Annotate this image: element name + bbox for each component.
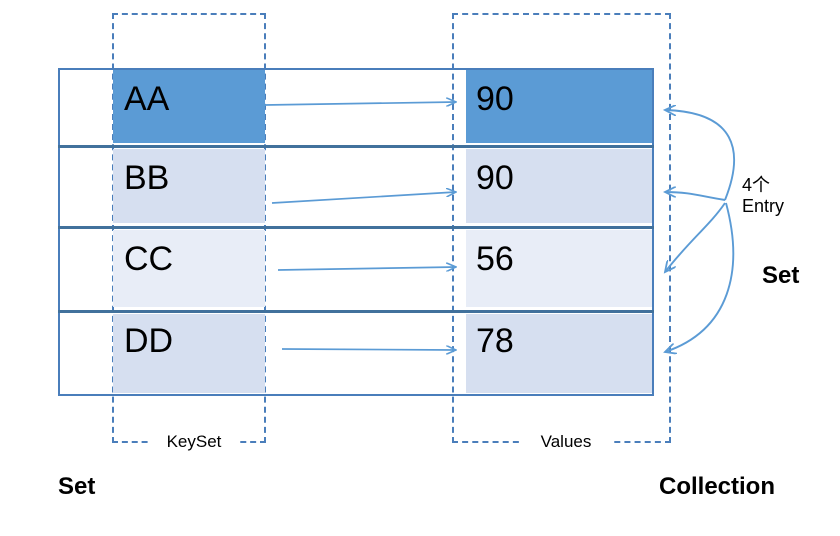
entry-count-value: 4个: [742, 175, 771, 195]
value-cell-fill-1: [466, 149, 652, 223]
key-cell-fill-0: [113, 70, 265, 143]
row-separator-2: [58, 226, 654, 229]
key-text-2: CC: [124, 240, 174, 278]
row-separator-1: [58, 145, 654, 148]
value-text-2: 56: [476, 240, 514, 278]
key-text-1: BB: [124, 159, 170, 197]
values-group-label: Values: [521, 432, 611, 452]
entry-arrow-row-1: [665, 192, 726, 201]
key-cell-fill-1: [113, 149, 265, 223]
key-cell-fill-2: [113, 230, 265, 307]
value-text-3: 78: [476, 322, 514, 360]
row-separator-3: [58, 310, 654, 313]
key-cell-fill-3: [113, 314, 265, 393]
key-text-0: AA: [124, 80, 170, 118]
entry-arrow-row-3: [665, 202, 735, 352]
entry-count-word: Entry: [742, 195, 785, 216]
entry-arrow-row-2: [665, 202, 726, 272]
key-text-3: DD: [124, 322, 174, 360]
entry-brace-arrows: [665, 110, 736, 352]
keyset-group-label: KeySet: [150, 432, 238, 452]
bottom-left-set-label: Set: [58, 473, 96, 500]
bottom-right-collection-label: Collection: [659, 473, 776, 500]
map-table-frame: [58, 68, 654, 396]
value-text-0: 90: [476, 80, 514, 118]
entry-arrow-row-0: [665, 110, 736, 201]
value-cell-fill-0: [466, 70, 652, 143]
entry-count-annotation: 4个 Entry: [742, 175, 784, 216]
right-set-label: Set: [762, 262, 800, 289]
value-cell-fill-2: [466, 230, 652, 307]
value-text-1: 90: [476, 159, 514, 197]
value-cell-fill-3: [466, 314, 652, 393]
